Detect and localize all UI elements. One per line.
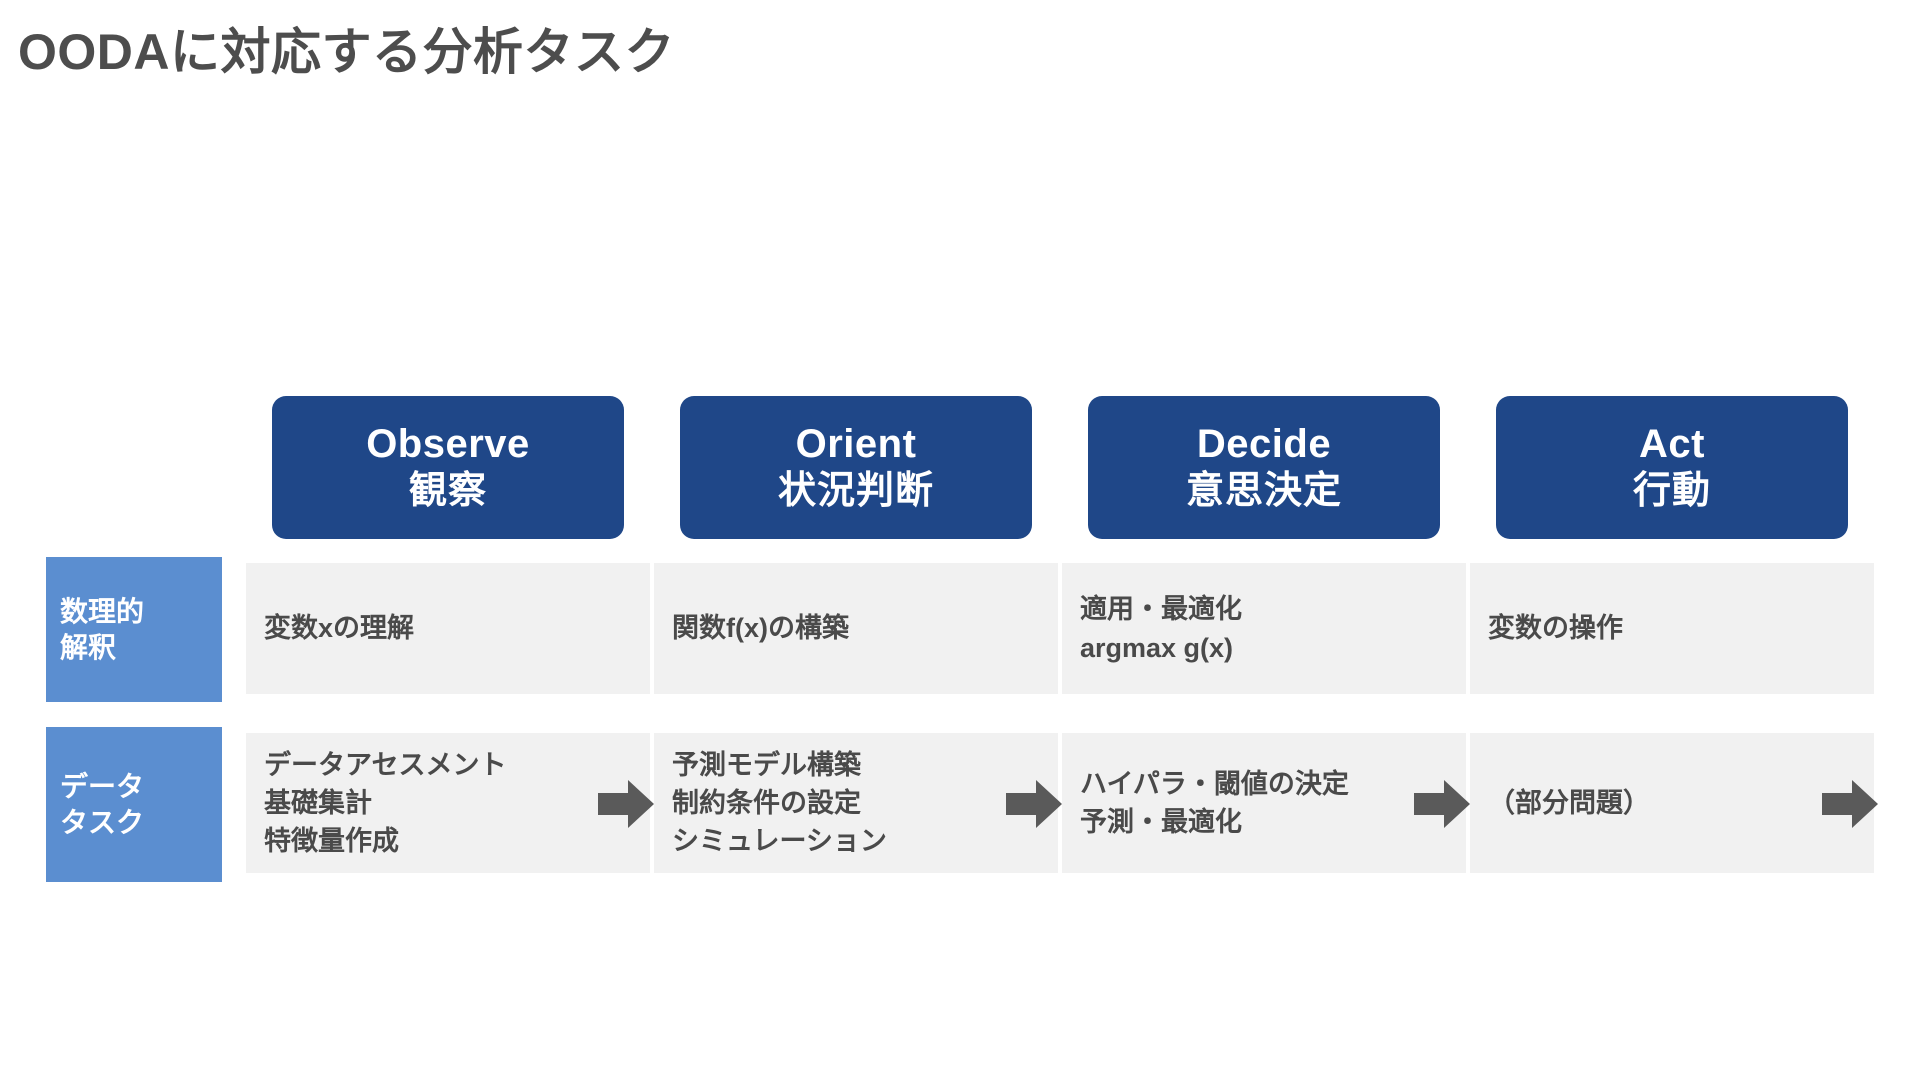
cell-line: ハイパラ・閾値の決定 [1080,768,1349,799]
row-label-line: 数理的 [60,595,145,627]
row-label-line: タスク [60,806,145,838]
phase-header-observe[interactable]: Observe 観察 [272,396,624,539]
cell-line: 制約条件の設定 [672,787,861,818]
right-block-arrow-icon [598,778,654,830]
phase-header-decide[interactable]: Decide 意思決定 [1088,396,1440,539]
cell-line: 基礎集計 [264,787,372,818]
phase-header-observe-en: Observe [366,422,530,467]
cell-math-observe: 変数xの理解 [246,563,650,694]
phase-header-orient[interactable]: Orient 状況判断 [680,396,1032,539]
row-label-line: データ [60,770,145,802]
cell-line: 予測・最適化 [1080,807,1242,837]
cell-line: 変数の操作 [1488,613,1623,644]
cell-math-decide: 適用・最適化 argmax g(x) [1062,563,1466,694]
phase-header-observe-ja: 観察 [408,469,487,512]
phase-header-decide-en: Decide [1196,422,1332,467]
phase-header-act[interactable]: Act 行動 [1496,396,1848,539]
cell-math-orient: 関数f(x)の構築 [654,563,1058,694]
cell-task-orient: 予測モデル構築 制約条件の設定 シミュレーション [654,733,1058,873]
cell-line: 特徴量作成 [264,826,399,857]
cell-line: シミュレーション [672,826,887,857]
page-title: OODAに対応する分析タスク [18,24,675,80]
cell-line: 予測モデル構築 [672,749,861,780]
cell-task-act: （部分問題） [1470,733,1874,873]
row-label-mathematical-interpretation: 数理的 解釈 [46,557,222,702]
cell-line: 変数xの理解 [264,613,415,644]
phase-header-act-ja: 行動 [1632,469,1711,512]
cell-line: argmax g(x) [1080,632,1234,663]
cell-line: データアセスメント [264,749,507,780]
phase-header-orient-ja: 状況判断 [777,469,934,512]
right-block-arrow-icon [1006,778,1062,830]
cell-task-observe: データアセスメント 基礎集計 特徴量作成 [246,733,650,873]
right-block-arrow-icon [1822,778,1878,830]
cell-task-decide: ハイパラ・閾値の決定 予測・最適化 [1062,733,1466,873]
phase-header-decide-ja: 意思決定 [1185,469,1342,512]
cell-line: （部分問題） [1488,787,1650,818]
phase-header-act-en: Act [1639,422,1705,467]
phase-header-orient-en: Orient [795,422,917,467]
row-label-line: 解釈 [60,631,117,663]
cell-math-act: 変数の操作 [1470,563,1874,694]
cell-line: 適用・最適化 [1080,594,1242,625]
right-block-arrow-icon [1414,778,1470,830]
cell-line: 関数f(x)の構築 [672,613,849,644]
row-label-data-task: データ タスク [46,727,222,882]
